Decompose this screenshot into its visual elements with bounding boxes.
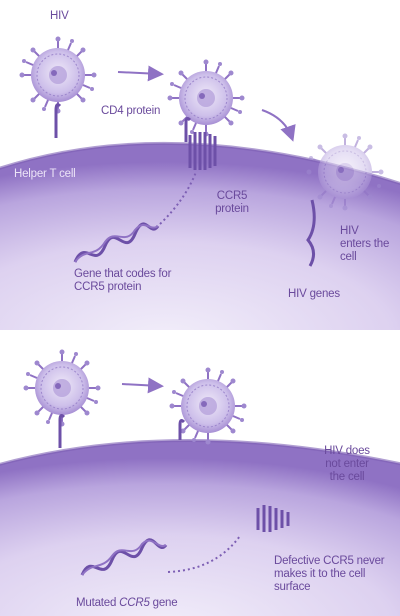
top-panel-graphics [0, 35, 400, 330]
ccr5-protein-label: CCR5 protein [215, 190, 249, 215]
defective-ccr5-label: Defective CCR5 never makes it to the cel… [274, 555, 385, 593]
defective-ccr5-icon [256, 505, 290, 532]
helper-t-cell-membrane-top [0, 143, 400, 330]
hiv-genes-icon [306, 199, 316, 267]
ccr5-receptor-icon [188, 132, 217, 170]
mutated-label-suffix: gene [149, 597, 178, 609]
bottom-panel-graphics [0, 348, 400, 616]
mutated-label-prefix: Mutated [76, 597, 120, 609]
hiv-genes-label: HIV genes [288, 288, 340, 300]
ccr5-gene-label: Gene that codes for CCR5 protein [74, 268, 172, 293]
arrow-right-icon [261, 109, 296, 142]
hiv-enters-label: HIV enters the cell [340, 225, 390, 263]
mutated-label-gene: CCR5 [119, 597, 150, 609]
cd4-receptor-icon [54, 103, 192, 142]
hiv-not-enter-label: HIV does not enter the cell [324, 445, 370, 483]
hiv-virus-icon [166, 58, 246, 138]
helper-t-cell-label: Helper T cell [14, 168, 76, 180]
arrow-right-icon [117, 65, 164, 82]
hiv-label: HIV [50, 10, 69, 22]
helper-t-cell-membrane-bottom [0, 440, 400, 616]
hiv-virus-icon [18, 35, 98, 115]
cd4-protein-label: CD4 protein [101, 105, 161, 117]
cd4-receptor-icon [58, 414, 186, 448]
arrow-right-icon [121, 377, 164, 394]
mutated-ccr5-gene-label: Mutated CCR5 gene [76, 597, 206, 610]
